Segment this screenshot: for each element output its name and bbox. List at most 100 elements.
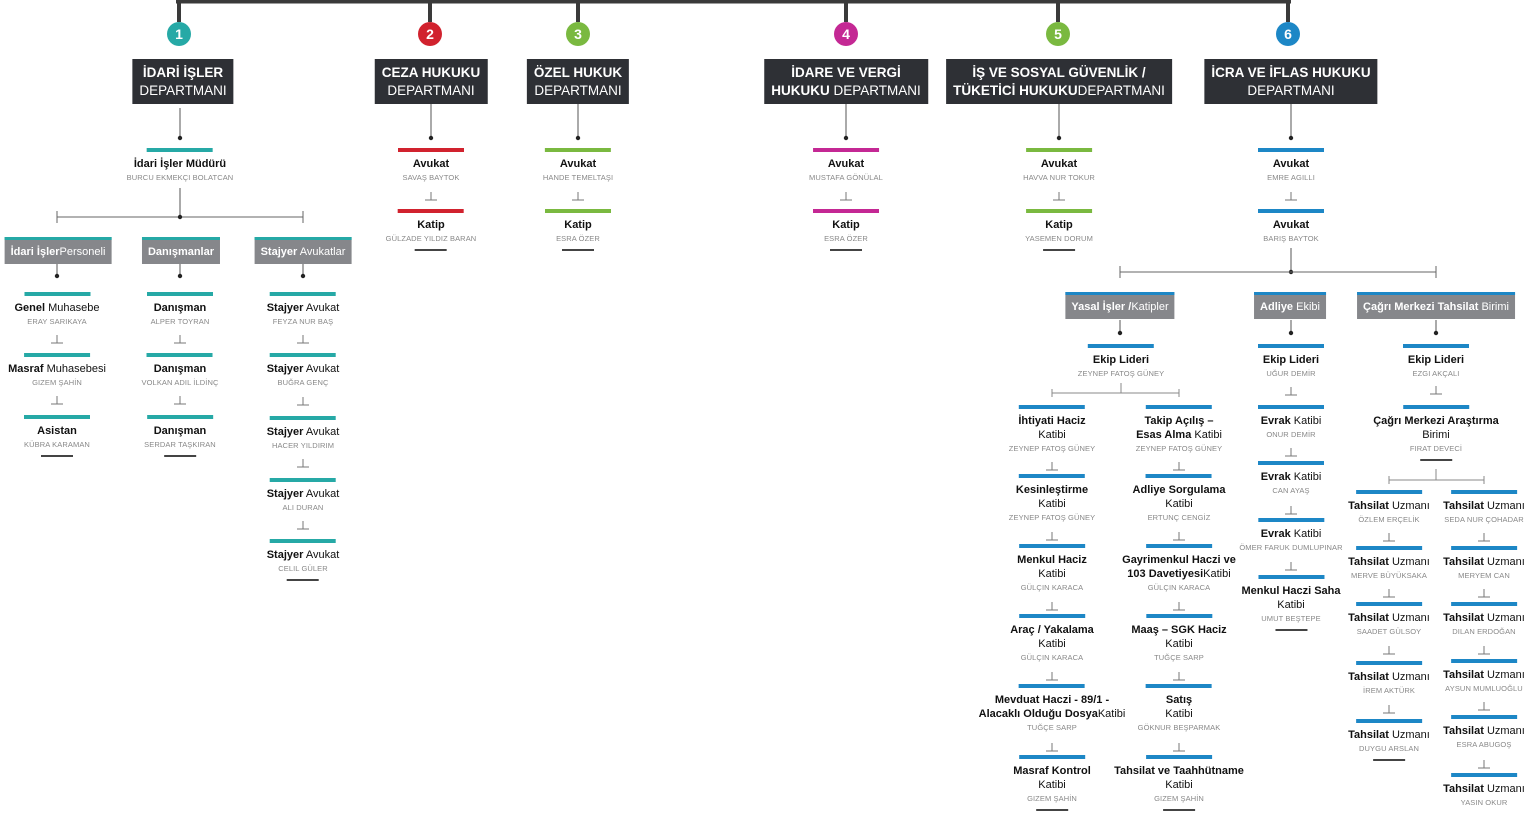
connector-dot xyxy=(1288,330,1294,336)
group-danismanlar: Danışmanlar xyxy=(141,237,221,264)
connector-dot xyxy=(177,214,183,220)
node-tahsilat-r3: Tahsilat UzmanıDilan ERDOĞAN xyxy=(1443,602,1525,637)
node-menkul-haciz: Menkul HacizKatibiGülçin KARACA xyxy=(1017,544,1087,593)
group-stajyer-avukatlar: Stajyer Avukatlar xyxy=(254,237,352,264)
dept-title-bold: İDARİ İŞLER xyxy=(142,65,224,80)
node-icra-avukat-1: AvukatEmre AGILLI xyxy=(1258,148,1324,183)
department-number-6: 6 xyxy=(1276,22,1300,46)
node-tahsilat-l3: Tahsilat UzmanıSaadet GÜLSOY xyxy=(1348,602,1430,637)
group-yasal-isler: Yasal İşler /Katipler xyxy=(1065,292,1175,319)
group-cagri-merkezi: Çağrı Merkezi Tahsilat Birimi xyxy=(1357,292,1515,319)
department-header-ozel: ÖZEL HUKUK DEPARTMANI xyxy=(526,59,630,104)
group-idari-personel: İdari İşlerPersoneli xyxy=(4,237,112,264)
dept-title-bold: İDARE VE VERGİ xyxy=(791,65,901,80)
department-number-1: 1 xyxy=(167,22,191,46)
node-danisman-1: DanışmanAlper TOYRAN xyxy=(147,292,213,327)
connector-dot xyxy=(54,273,60,279)
role-title: İdari İşler Müdürü xyxy=(133,158,227,170)
node-stajyer-1: Stajyer AvukatFeyza Nur BAŞ xyxy=(267,292,339,327)
department-header-idari: İDARİ İŞLER DEPARTMANI xyxy=(132,59,234,104)
node-takip-acilis: Takip Açılış –Esas Alma KatibiZeynep Fat… xyxy=(1136,405,1222,454)
node-adliye-ekip-lideri: Ekip LideriUğur DEMİR xyxy=(1258,344,1324,379)
dept-title-bold: İŞ VE SOSYAL GÜVENLİK / xyxy=(972,65,1146,80)
node-idare-avukat: AvukatMustafa GÖNÜLAL xyxy=(809,148,883,183)
node-cagri-arastirma: Çağrı Merkezi AraştırmaBirimiFırat DEVEC… xyxy=(1373,405,1499,461)
dept-title-rest: DEPARTMANI xyxy=(1247,83,1335,98)
node-cagri-ekip-lideri: Ekip LideriEzgi AKÇALI xyxy=(1403,344,1469,379)
connector-dot xyxy=(1056,135,1062,141)
node-tahsilat-r4: Tahsilat UzmanıAysun MUMLUOĞLU xyxy=(1443,659,1525,694)
node-arac-yakalama: Araç / YakalamaKatibiGülçin KARACA xyxy=(1010,614,1094,663)
connector-dot xyxy=(1288,135,1294,141)
node-stajyer-2: Stajyer AvukatBuğra GENÇ xyxy=(267,353,339,388)
connector-dot xyxy=(300,273,306,279)
connector-dot xyxy=(575,135,581,141)
node-tahsilat-l2: Tahsilat UzmanıMerve BÜYÜKSAKA xyxy=(1348,546,1430,581)
node-mevduat-haczi: Mevduat Haczi - 89/1 -Alacaklı Olduğu Do… xyxy=(979,684,1125,733)
dept-title-rest: DEPARTMANI xyxy=(139,83,227,98)
node-menkul-haczi-saha: Menkul Haczi SahaKatibiUmut BEŞTEPE xyxy=(1241,575,1341,631)
department-number-3: 3 xyxy=(566,22,590,46)
dept-title-rest: DEPARTMANI xyxy=(829,83,921,98)
group-adliye-ekibi: Adliye Ekibi xyxy=(1254,292,1326,319)
node-is-avukat: AvukatHavva Nur TOKUR xyxy=(1023,148,1095,183)
node-stajyer-4: Stajyer AvukatAli DURAN xyxy=(267,478,339,513)
department-header-is-sosyal: İŞ VE SOSYAL GÜVENLİK / TÜKETİCİ HUKUKUD… xyxy=(946,59,1172,104)
node-masraf-muhasebesi: Masraf MuhasebesiGizem ŞAHİN xyxy=(8,353,106,388)
dept-title-bold: CEZA HUKUKU xyxy=(381,65,481,80)
connector-dot xyxy=(843,135,849,141)
department-number-2: 2 xyxy=(418,22,442,46)
person-name: Burcu Ekmekçi BOLATCAN xyxy=(126,173,234,182)
node-adliye-sorgulama: Adliye SorgulamaKatibiErtunç CENGİZ xyxy=(1133,474,1225,523)
node-icra-avukat-2: AvukatBarış BAYTOK xyxy=(1258,209,1324,244)
department-header-icra-iflas: İCRA VE İFLAS HUKUKU DEPARTMANI xyxy=(1204,59,1378,104)
node-masraf-kontrol: Masraf KontrolKatibiGizem ŞAHİN xyxy=(1013,755,1091,811)
node-evrak-1: Evrak KatibiOnur DEMİR xyxy=(1258,405,1324,440)
connector-dot xyxy=(1117,330,1123,336)
node-evrak-2: Evrak KatibiCan AYAŞ xyxy=(1258,461,1324,496)
node-idare-katip: KatipEsra ÖZER xyxy=(813,209,879,251)
node-is-katip: KatipYasemen DORUM xyxy=(1025,209,1093,251)
node-ceza-katip: KatipGülzade Yıldız BARAN xyxy=(386,209,477,251)
connector-dot xyxy=(177,273,183,279)
node-tahsilat-r1: Tahsilat UzmanıSeda Nur ÇOHADAR xyxy=(1443,490,1525,525)
department-number-5: 5 xyxy=(1046,22,1070,46)
node-kesinlestirme: KesinleştirmeKatibiZeynep Fatoş GÜNEY xyxy=(1009,474,1095,523)
node-asistan: AsistanKübra KARAMAN xyxy=(24,415,90,457)
node-tahsilat-l4: Tahsilat Uzmanıİrem AKTÜRK xyxy=(1348,661,1430,696)
node-yasal-ekip-lideri: Ekip LideriZeynep Fatoş GÜNEY xyxy=(1078,344,1164,379)
dept-title-rest: DEPARTMANI xyxy=(534,83,622,98)
dept-title-bold2: HUKUKU xyxy=(771,83,830,98)
node-genel-muhasebe: Genel MuhasebeEray SARIKAYA xyxy=(14,292,100,327)
node-danisman-2: DanışmanVolkan Adil İLDİNÇ xyxy=(142,353,219,388)
node-tahsilat-taahhut: Tahsilat ve TaahhütnameKatibiGizem ŞAHİN xyxy=(1114,755,1244,811)
connector-dot xyxy=(177,135,183,141)
connector-dot xyxy=(1433,330,1439,336)
dept-title-rest: DEPARTMANI xyxy=(387,83,475,98)
node-ceza-avukat: AvukatSavaş BAYTOK xyxy=(398,148,464,183)
node-evrak-3: Evrak KatibiÖmer Faruk DUMLUPINAR xyxy=(1239,518,1343,553)
department-number-4: 4 xyxy=(834,22,858,46)
dept-title-rest: DEPARTMANI xyxy=(1077,83,1165,98)
department-header-ceza: CEZA HUKUKU DEPARTMANI xyxy=(374,59,488,104)
node-ozel-avukat: AvukatHande TEMELTAŞI xyxy=(543,148,613,183)
node-idari-isler-muduru: İdari İşler Müdürü Burcu Ekmekçi BOLATCA… xyxy=(127,148,234,183)
node-maas-sgk: Maaş – SGK HacizKatibiTuğçe SARP xyxy=(1131,614,1227,663)
node-tahsilat-r5: Tahsilat UzmanıEsra ABUGOŞ xyxy=(1443,715,1525,750)
node-stajyer-3: Stajyer AvukatHacer YILDIRIM xyxy=(267,416,339,451)
connector-dot xyxy=(428,135,434,141)
node-danisman-3: DanışmanSerdar TAŞKIRAN xyxy=(144,415,216,457)
node-stajyer-5: Stajyer AvukatCelil GÜLER xyxy=(267,539,339,581)
node-ozel-katip: KatipEsra ÖZER xyxy=(545,209,611,251)
dept-title-bold: ÖZEL HUKUK xyxy=(533,65,623,80)
node-tahsilat-l5: Tahsilat UzmanıDuygu ARSLAN xyxy=(1348,719,1430,761)
department-header-idare-vergi: İDARE VE VERGİ HUKUKU DEPARTMANI xyxy=(764,59,928,104)
node-satis: SatışKatibiGöknur BEŞPARMAK xyxy=(1138,684,1221,733)
node-ihtiyati-haciz: İhtiyati HacizKatibiZeynep Fatoş GÜNEY xyxy=(1009,405,1095,454)
node-tahsilat-r2: Tahsilat UzmanıMeryem CAN xyxy=(1443,546,1525,581)
node-tahsilat-r6: Tahsilat UzmanıYasin OKUR xyxy=(1443,773,1525,808)
dept-title-bold: İCRA VE İFLAS HUKUKU xyxy=(1211,65,1371,80)
node-tahsilat-l1: Tahsilat UzmanıÖzlem ERÇELİK xyxy=(1348,490,1430,525)
